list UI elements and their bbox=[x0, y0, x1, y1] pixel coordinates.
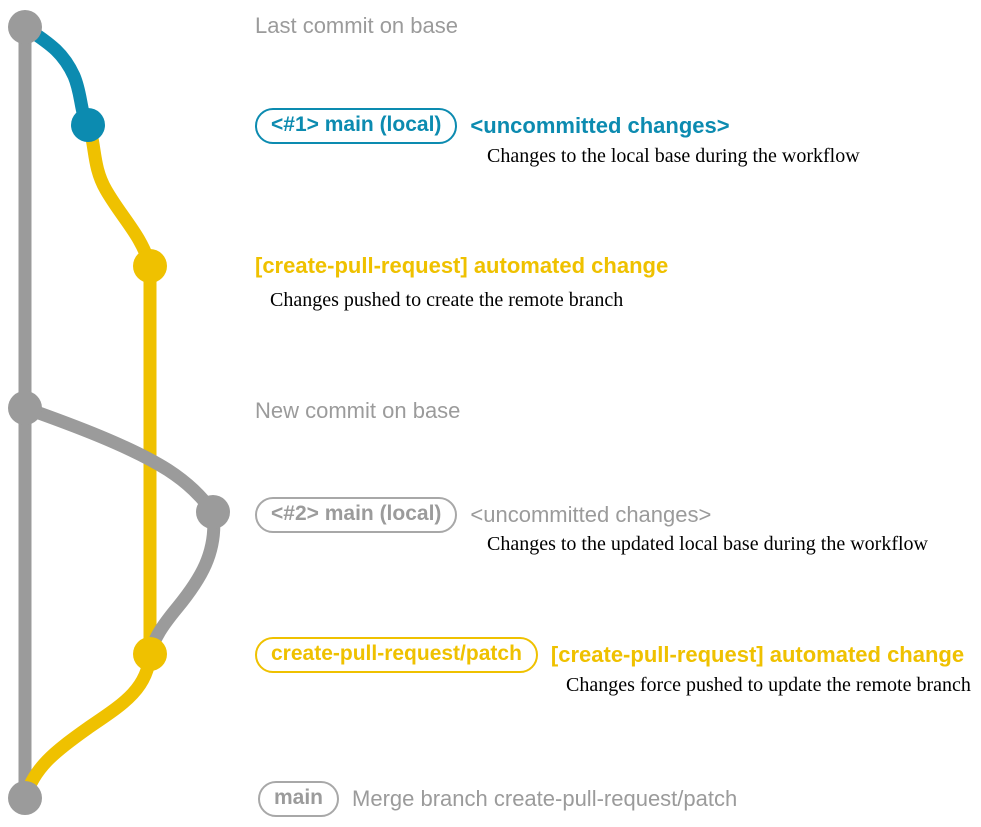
commit-node-remote-1 bbox=[133, 249, 167, 283]
commit-subject-local-1: <uncommitted changes> bbox=[470, 113, 730, 139]
commit-row-local-2: <#2> main (local) <uncommitted changes> bbox=[255, 497, 712, 534]
commit-node-remote-2 bbox=[133, 637, 167, 671]
ref-pill-main[interactable]: main bbox=[258, 781, 340, 818]
edge-remote2-to-merge bbox=[18, 647, 157, 805]
commit-subject-remote-2: [create-pull-request] automated change bbox=[550, 642, 965, 668]
edge-local1-to-remote1 bbox=[81, 118, 157, 273]
edge-base-to-local1 bbox=[18, 20, 95, 132]
commit-subject-base-new: New commit on base bbox=[255, 398, 461, 423]
edge-local2-to-remote2 bbox=[143, 505, 221, 661]
commit-node-base-new bbox=[8, 391, 42, 425]
commit-description-remote-1: Changes pushed to create the remote bran… bbox=[270, 289, 624, 311]
commit-row-base-merge: main Merge branch create-pull-request/pa… bbox=[258, 781, 738, 818]
ref-pill-main-local-1[interactable]: <#1> main (local) bbox=[255, 108, 458, 145]
commit-description-remote-2: Changes force pushed to update the remot… bbox=[566, 674, 971, 696]
commit-node-base-merge bbox=[8, 781, 42, 815]
commit-node-local-1 bbox=[71, 108, 105, 142]
commit-description-local-1: Changes to the local base during the wor… bbox=[487, 145, 860, 167]
commit-subject-local-2: <uncommitted changes> bbox=[470, 502, 712, 528]
commit-description-local-2: Changes to the updated local base during… bbox=[487, 533, 928, 555]
commit-subject-remote-1: [create-pull-request] automated change bbox=[255, 253, 669, 278]
ref-pill-main-local-2[interactable]: <#2> main (local) bbox=[255, 497, 458, 534]
commit-subject-base-merge: Merge branch create-pull-request/patch bbox=[352, 786, 738, 812]
edge-basenew-to-local2 bbox=[18, 401, 220, 519]
commit-subject-base-last: Last commit on base bbox=[255, 13, 458, 38]
commit-node-base-last bbox=[8, 10, 42, 44]
commit-row-local-1: <#1> main (local) <uncommitted changes> bbox=[255, 108, 730, 145]
ref-pill-create-pull-request-patch[interactable]: create-pull-request/patch bbox=[255, 637, 538, 674]
commit-node-local-2 bbox=[196, 495, 230, 529]
commit-row-remote-2: create-pull-request/patch [create-pull-r… bbox=[255, 637, 965, 674]
